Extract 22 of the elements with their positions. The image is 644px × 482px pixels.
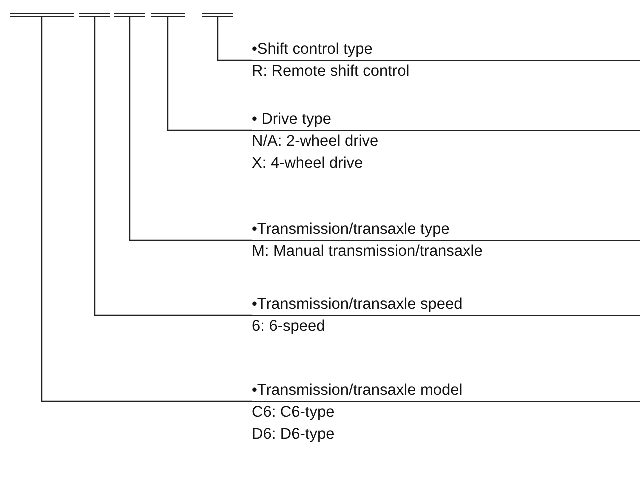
code-value: N/A: 2-wheel drive xyxy=(252,132,380,152)
blank-slot xyxy=(79,13,110,17)
blank-slot xyxy=(202,13,233,17)
code-value: 6: 6-speed xyxy=(252,317,326,337)
item-heading: •Transmission/transaxle model xyxy=(252,382,464,401)
code-value: C6: C6-type xyxy=(252,403,336,423)
blank-slot xyxy=(114,13,145,17)
blank-slot xyxy=(151,13,185,17)
code-value: R: Remote shift control xyxy=(252,62,411,82)
code-value: M: Manual transmission/transaxle xyxy=(252,242,484,262)
blank-slot xyxy=(10,13,74,17)
leader-line xyxy=(94,17,252,316)
leader-line xyxy=(41,17,252,402)
leader-line xyxy=(129,17,252,242)
item-heading: •Transmission/transaxle speed xyxy=(252,296,464,315)
leader-line xyxy=(167,17,252,132)
item-heading: • Drive type xyxy=(252,111,333,130)
leader-line xyxy=(217,17,252,62)
code-value: D6: D6-type xyxy=(252,425,336,445)
code-value: X: 4-wheel drive xyxy=(252,154,364,174)
item-heading: •Shift control type xyxy=(252,41,374,60)
item-heading: •Transmission/transaxle type xyxy=(252,221,451,240)
